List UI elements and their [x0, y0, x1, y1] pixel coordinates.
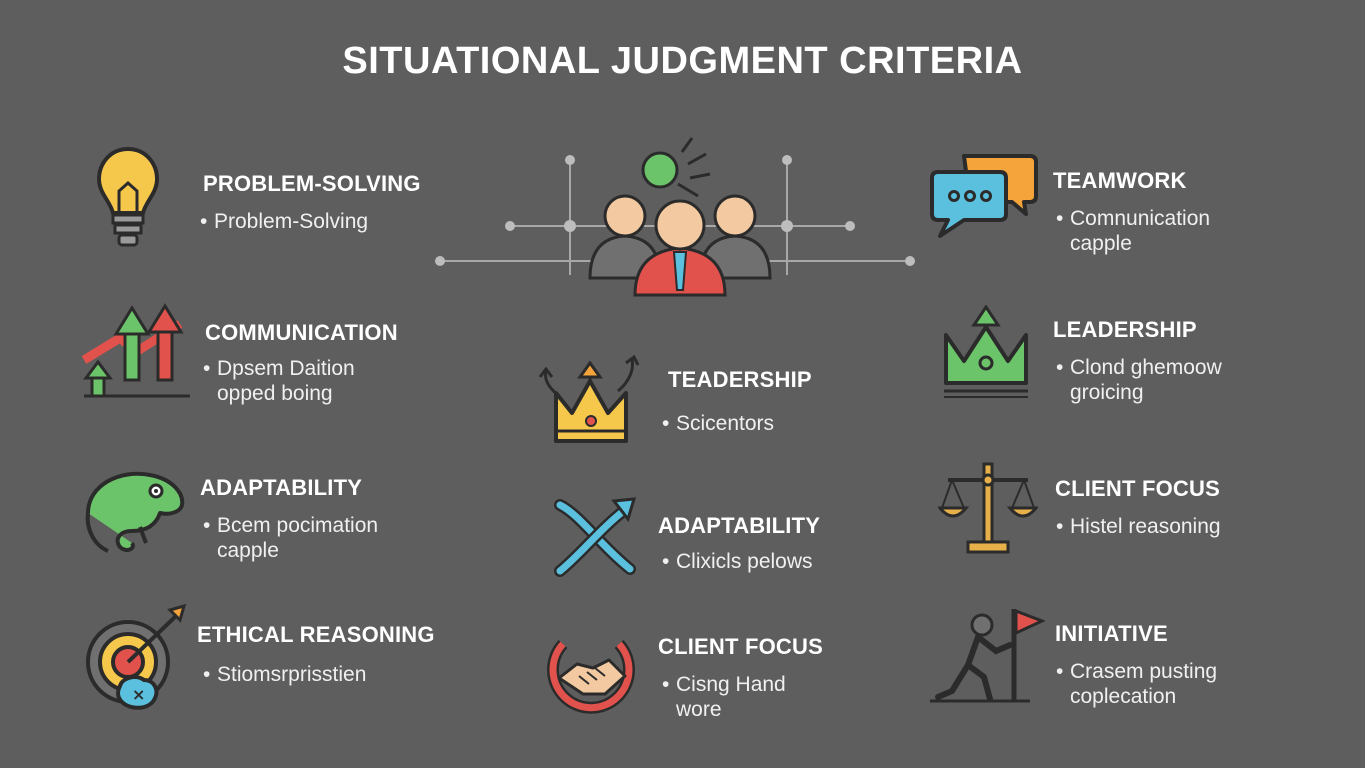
- lightbulb-icon: [96, 146, 160, 247]
- person-flag-icon: [930, 608, 1045, 703]
- criterion-heading: TEADERSHIP: [668, 367, 812, 392]
- criterion-heading: ADAPTABILITY: [658, 513, 821, 538]
- chat-bubbles-icon: [930, 154, 1038, 238]
- criterion-heading: CLIENT FOCUS: [1055, 476, 1220, 501]
- criterion-detail: •Scicentors: [662, 412, 775, 435]
- criterion-detail: •Stiomsrprisstien: [203, 663, 367, 686]
- criterion-heading: ADAPTABILITY: [200, 475, 363, 500]
- page-title: SITUATIONAL JUDGMENT CRITERIA: [342, 40, 1023, 82]
- criterion-heading: PROBLEM-SOLVING: [203, 171, 421, 196]
- criterion-heading: TEAMWORK: [1053, 168, 1187, 193]
- criterion-heading: ETHICAL REASONING: [197, 622, 435, 647]
- crossed-arrows-icon: [554, 497, 637, 577]
- crown-icon: [944, 305, 1028, 398]
- criterion-heading: INITIATIVE: [1055, 621, 1168, 646]
- svg-text:×: ×: [132, 685, 145, 704]
- crown-arrows-icon: [538, 355, 640, 443]
- criterion-detail: •Problem-Solving: [200, 210, 369, 233]
- criterion-detail: •Histel reasoning: [1056, 515, 1221, 538]
- scales-icon: [938, 462, 1038, 554]
- criterion-heading: COMMUNICATION: [205, 320, 398, 345]
- criterion-heading: LEADERSHIP: [1053, 317, 1197, 342]
- handshake-icon: [547, 639, 635, 714]
- criterion-heading: CLIENT FOCUS: [658, 634, 823, 659]
- chameleon-icon: [85, 471, 185, 553]
- criterion-detail: •Clixicls pelows: [662, 550, 813, 573]
- team-network-illustration: [435, 137, 915, 297]
- target-arrow-icon: ×: [86, 603, 187, 710]
- rising-arrows-icon: [81, 303, 190, 398]
